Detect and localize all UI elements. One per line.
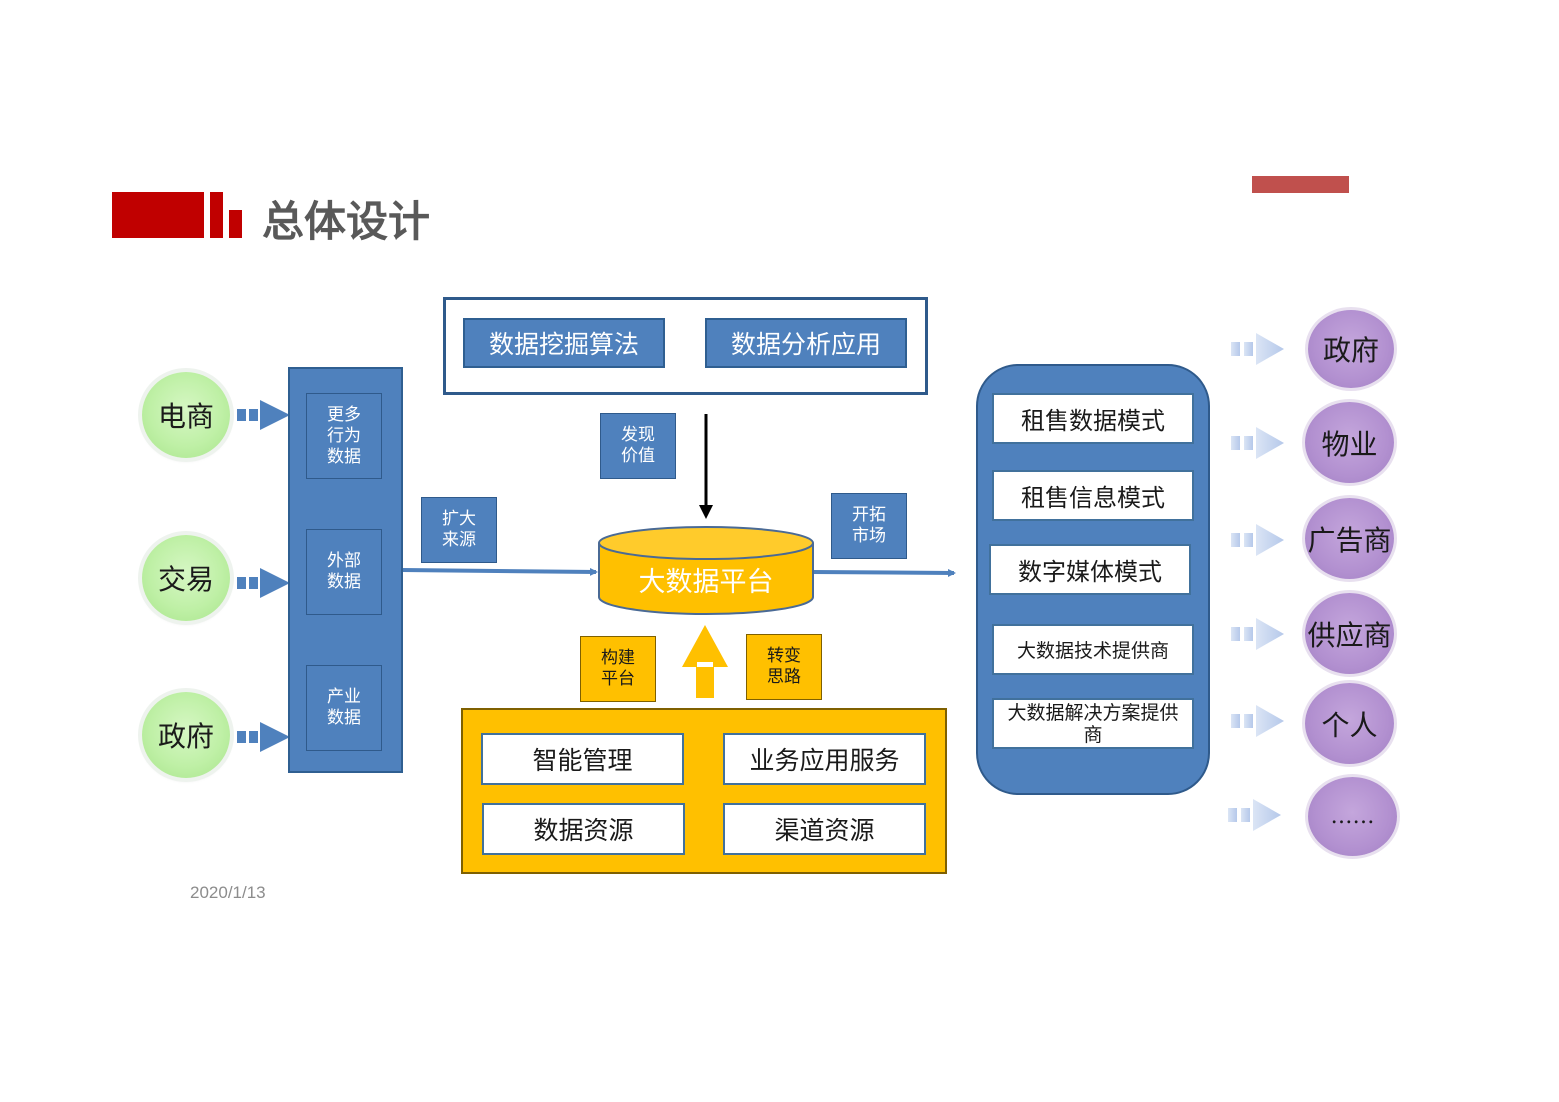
mode-solution-provider: 大数据解决方案提供商 xyxy=(992,698,1194,749)
box-business-service: 业务应用服务 xyxy=(723,733,926,785)
title-bar-block xyxy=(112,192,204,238)
data-item-behavior: 更多 行为 数据 xyxy=(306,393,382,479)
source-node-ecommerce: 电商 xyxy=(142,372,230,458)
mode-rent-data: 租售数据模式 xyxy=(992,393,1194,444)
label-open-market: 开拓 市场 xyxy=(831,493,907,559)
box-data-mining: 数据挖掘算法 xyxy=(463,318,665,368)
customer-more: …… xyxy=(1308,777,1397,856)
mode-rent-info: 租售信息模式 xyxy=(992,470,1194,521)
title-bar-stripe-small xyxy=(229,210,242,238)
label-change-thinking: 转变 思路 xyxy=(746,634,822,700)
customer-individual: 个人 xyxy=(1305,683,1394,764)
customer-property: 物业 xyxy=(1305,402,1394,483)
customer-advertiser: 广告商 xyxy=(1305,498,1394,579)
page-title: 总体设计 xyxy=(262,197,431,246)
box-data-analysis: 数据分析应用 xyxy=(705,318,907,368)
flow-line-in xyxy=(401,567,598,576)
flow-line-out xyxy=(811,568,956,577)
title-bar-stripe xyxy=(210,192,223,238)
platform-label: 大数据平台 xyxy=(638,566,774,598)
mode-tech-provider: 大数据技术提供商 xyxy=(992,624,1194,675)
customer-supplier: 供应商 xyxy=(1305,593,1394,674)
source-node-trade: 交易 xyxy=(142,535,230,621)
source-arrow-1 xyxy=(237,400,290,430)
source-node-government: 政府 xyxy=(142,692,230,778)
box-channel-resources: 渠道资源 xyxy=(723,803,926,855)
platform-cylinder xyxy=(598,526,814,615)
label-build-platform: 构建 平台 xyxy=(580,636,656,702)
data-item-external: 外部 数据 xyxy=(306,529,382,615)
slide-date: 2020/1/13 xyxy=(190,883,266,902)
source-arrow-2 xyxy=(237,568,290,598)
customer-government: 政府 xyxy=(1308,310,1394,388)
box-smart-management: 智能管理 xyxy=(481,733,684,785)
data-item-industry: 产业 数据 xyxy=(306,665,382,751)
yellow-up-arrow xyxy=(682,625,728,698)
mode-digital-media: 数字媒体模式 xyxy=(989,544,1191,595)
source-arrow-3 xyxy=(237,722,290,752)
customer-arrows xyxy=(1228,333,1284,831)
label-expand-source: 扩大 来源 xyxy=(421,497,497,563)
label-discover-value: 发现 价值 xyxy=(600,413,676,479)
box-data-resources: 数据资源 xyxy=(482,803,685,855)
accent-bar xyxy=(1252,176,1349,193)
